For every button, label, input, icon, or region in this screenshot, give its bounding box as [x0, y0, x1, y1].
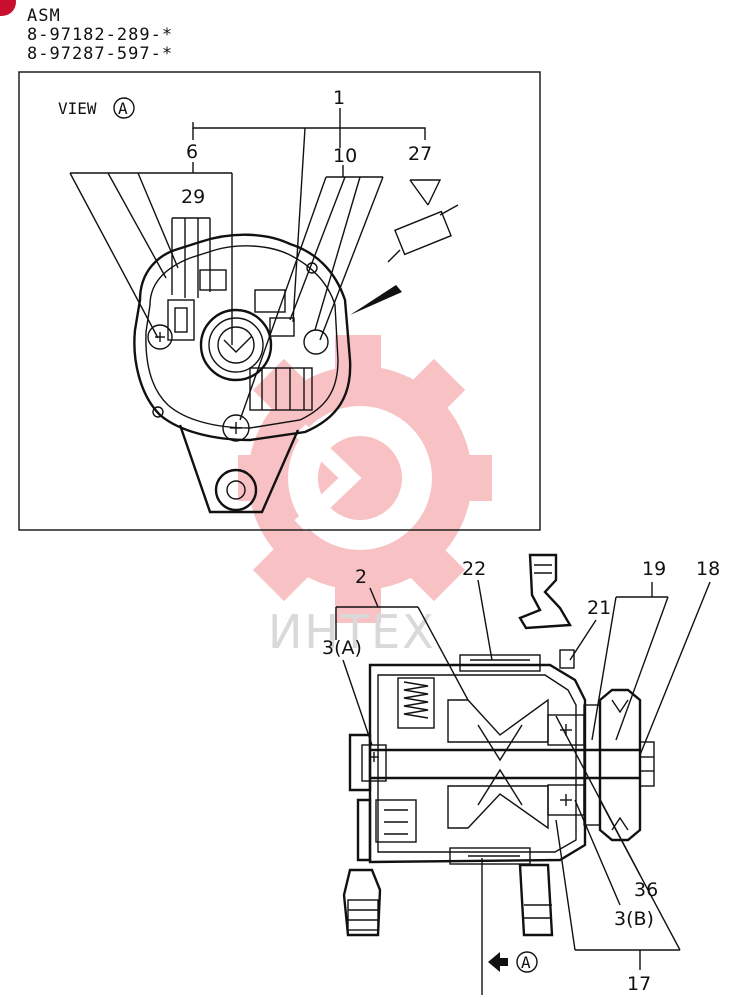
- part-number-2: 8-97287-597-*: [27, 44, 174, 64]
- callout-18: 18: [696, 558, 720, 580]
- callout-17: 17: [627, 973, 651, 995]
- alternator-end-view: [133, 204, 459, 514]
- callout-29: 29: [181, 186, 205, 208]
- section-arrow-mark: A: [521, 953, 531, 972]
- view-a-frame: [18, 71, 541, 531]
- watermark-gear-logo: [238, 335, 492, 623]
- view-a-arrow: [488, 951, 538, 973]
- callout-19: 19: [642, 558, 666, 580]
- callout-3a: 3(A): [322, 637, 362, 659]
- callout-6: 6: [186, 141, 198, 163]
- watermark-text: ИНТЕХ: [268, 605, 436, 659]
- view-mark-circle: [113, 97, 135, 119]
- callout-36: 36: [634, 879, 658, 901]
- callout-1: 1: [333, 87, 345, 109]
- callout-3b: 3(B): [614, 908, 654, 930]
- alternator-cross-section: [342, 553, 655, 995]
- callout-27: 27: [408, 143, 432, 165]
- callout-10: 10: [333, 145, 357, 167]
- callout-21: 21: [587, 597, 611, 619]
- assembly-label: ASM: [27, 6, 61, 26]
- part-number-1: 8-97182-289-*: [27, 25, 174, 45]
- callout-2: 2: [355, 566, 367, 588]
- callout-22: 22: [462, 558, 486, 580]
- view-mark-letter: A: [118, 99, 128, 118]
- view-label: VIEW: [58, 99, 97, 118]
